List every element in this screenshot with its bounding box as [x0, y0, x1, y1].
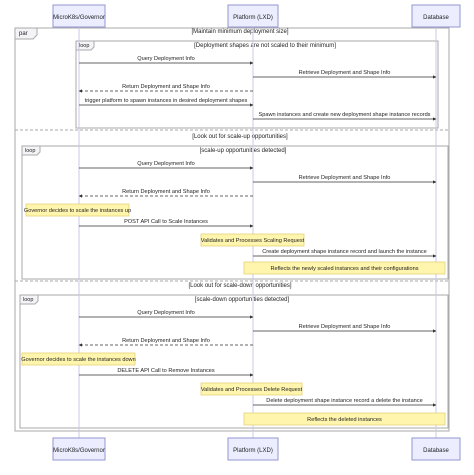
note-box — [243, 412, 446, 426]
note-text: Validates and Processes Scaling Request — [201, 238, 305, 244]
note-text: Reflects the newly scaled instances and … — [270, 266, 418, 272]
message-label: Query Deployment Info — [137, 161, 195, 167]
note: Validates and Processes Delete Request — [200, 382, 303, 396]
loop-frame — [19, 294, 449, 429]
loop-condition: [scale-down opportunities detected] — [195, 297, 290, 303]
note-box — [200, 382, 303, 396]
participant-box — [411, 437, 461, 461]
participant-box — [411, 4, 461, 28]
message: Create deployment shape instance record … — [253, 249, 437, 258]
participant-label: MicroK8s/Governor — [53, 15, 105, 21]
loop-label-tab — [19, 294, 39, 305]
message: POST API Call to Scale Instances — [79, 219, 254, 228]
message: Query Deployment Info — [79, 161, 254, 170]
message-label: POST API Call to Scale Instances — [124, 219, 208, 225]
par-branch-condition: [Look out for scale-up opportunities] — [192, 134, 288, 140]
message: Retrieve Deployment and Shape Info — [253, 175, 437, 184]
participant-label: Platform (LXD) — [233, 15, 273, 21]
message-label: DELETE API Call to Remove Instances — [117, 368, 215, 374]
message: Return Deployment and Shape Info — [78, 189, 253, 198]
message: Return Deployment and Shape Info — [78, 338, 253, 347]
note-text: Validates and Processes Delete Request — [201, 387, 303, 393]
message-label: trigger platform to spawn instances in d… — [85, 98, 248, 104]
message: Query Deployment Info — [79, 56, 254, 65]
par-label-tab — [14, 27, 38, 40]
message-label: Retrieve Deployment and Shape Info — [299, 175, 391, 181]
loop-label-tab — [75, 40, 95, 51]
participant-box — [52, 437, 106, 461]
message-label: Return Deployment and Shape Info — [122, 189, 210, 195]
participant-label: Platform (LXD) — [233, 448, 273, 454]
par-label: par — [19, 31, 28, 37]
note: Governor decides to scale the instances … — [24, 203, 131, 217]
message-label: Spawn instances and create new deploymen… — [259, 112, 431, 118]
message: Delete deployment shape instance record … — [253, 398, 437, 407]
participant-label: Database — [423, 448, 449, 454]
message-label: Create deployment shape instance record … — [262, 249, 427, 255]
note: Reflects the deleted instances — [243, 412, 446, 426]
message: Query Deployment Info — [79, 310, 254, 319]
participant-p1-bottom: MicroK8s/Governor — [52, 437, 106, 461]
note-text: Reflects the deleted instances — [307, 417, 382, 423]
message-label: Query Deployment Info — [137, 310, 195, 316]
par-frame — [14, 27, 450, 432]
participant-p1-top: MicroK8s/Governor — [52, 4, 106, 28]
message-label: Retrieve Deployment and Shape Info — [299, 324, 391, 330]
note-box — [21, 352, 136, 366]
note-box — [243, 261, 446, 275]
participant-p3-bottom: Database — [411, 437, 461, 461]
loop-frame — [21, 145, 449, 280]
message: Retrieve Deployment and Shape Info — [253, 70, 437, 79]
participant-p3-top: Database — [411, 4, 461, 28]
message-label: Return Deployment and Shape Info — [122, 338, 210, 344]
message-label: Delete deployment shape instance record … — [266, 398, 422, 404]
loop-condition: [scale-up opportunities detected] — [200, 148, 287, 154]
note-text: Governor decides to scale the instances … — [21, 357, 135, 363]
message: Spawn instances and create new deploymen… — [253, 112, 437, 121]
participant-box — [227, 4, 279, 28]
message-label: Retrieve Deployment and Shape Info — [299, 70, 391, 76]
loop-label-tab — [21, 145, 41, 156]
message: Retrieve Deployment and Shape Info — [253, 324, 437, 333]
participant-p2-bottom: Platform (LXD) — [227, 437, 279, 461]
message: DELETE API Call to Remove Instances — [79, 368, 254, 377]
participant-box — [227, 437, 279, 461]
loop-condition: [Deployment shapes are not scaled to the… — [194, 43, 336, 49]
par-branch-condition: [Look out for scale-down opportunities] — [188, 283, 291, 289]
loop-frame — [75, 40, 439, 129]
message: trigger platform to spawn instances in d… — [79, 98, 254, 107]
participant-label: MicroK8s/Governor — [53, 448, 105, 454]
note-box — [200, 233, 305, 247]
loop-label: loop — [79, 43, 89, 49]
note-box — [25, 203, 130, 217]
message: Return Deployment and Shape Info — [78, 84, 253, 93]
loop-label: loop — [25, 148, 35, 154]
participant-p2-top: Platform (LXD) — [227, 4, 279, 28]
par-branch-condition: [Maintain minimum deployment size] — [191, 29, 288, 35]
note: Reflects the newly scaled instances and … — [243, 261, 446, 275]
note-text: Governor decides to scale the instances … — [24, 208, 131, 214]
participant-label: Database — [423, 15, 449, 21]
participant-box — [52, 4, 106, 28]
note: Governor decides to scale the instances … — [21, 352, 136, 366]
note: Validates and Processes Scaling Request — [200, 233, 305, 247]
loop-label: loop — [23, 297, 33, 303]
message-label: Return Deployment and Shape Info — [122, 84, 210, 90]
message-label: Query Deployment Info — [137, 56, 195, 62]
